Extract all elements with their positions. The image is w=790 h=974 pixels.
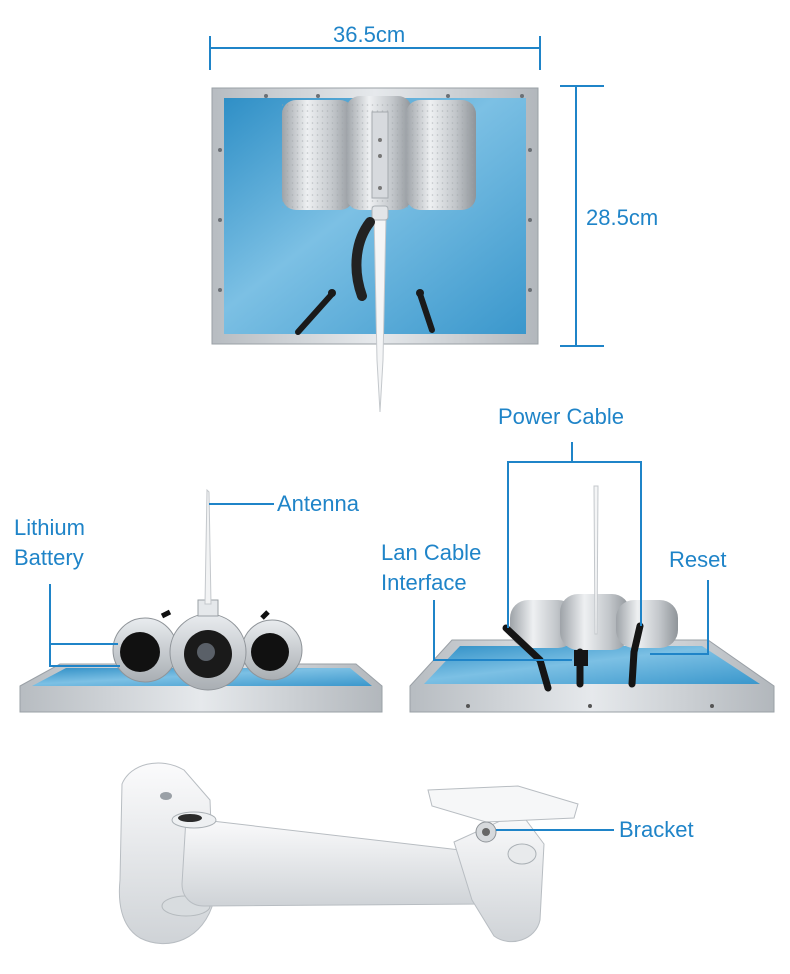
side-view-antenna (204, 488, 212, 605)
rear-view-cables (502, 622, 644, 692)
battery-leader-line (49, 584, 120, 667)
lithium-battery-callout-line1: Lithium (14, 515, 85, 540)
width-dimension-label: 36.5cm (333, 22, 406, 47)
lan-cable-callout-line1: Lan Cable (381, 540, 482, 565)
lithium-battery-callout-line2: Battery (14, 545, 84, 570)
bracket-illustration (118, 762, 579, 945)
reset-callout: Reset (669, 547, 727, 572)
height-dimension-label: 28.5cm (586, 205, 659, 230)
rear-view-cameras (510, 485, 678, 650)
width-dimension-line (209, 36, 541, 70)
rear-view-panel (409, 639, 775, 713)
bracket-callout: Bracket (619, 817, 694, 842)
power-cable-callout: Power Cable (498, 404, 624, 429)
side-view-cameras (112, 599, 303, 691)
front-camera-housing (282, 96, 476, 210)
antenna-callout: Antenna (277, 491, 359, 516)
lan-cable-callout-line2: Interface (381, 570, 467, 595)
front-antenna (371, 205, 389, 413)
rear-view-leader-lines (433, 442, 709, 661)
front-cables (295, 217, 435, 335)
height-dimension-line (560, 85, 604, 347)
